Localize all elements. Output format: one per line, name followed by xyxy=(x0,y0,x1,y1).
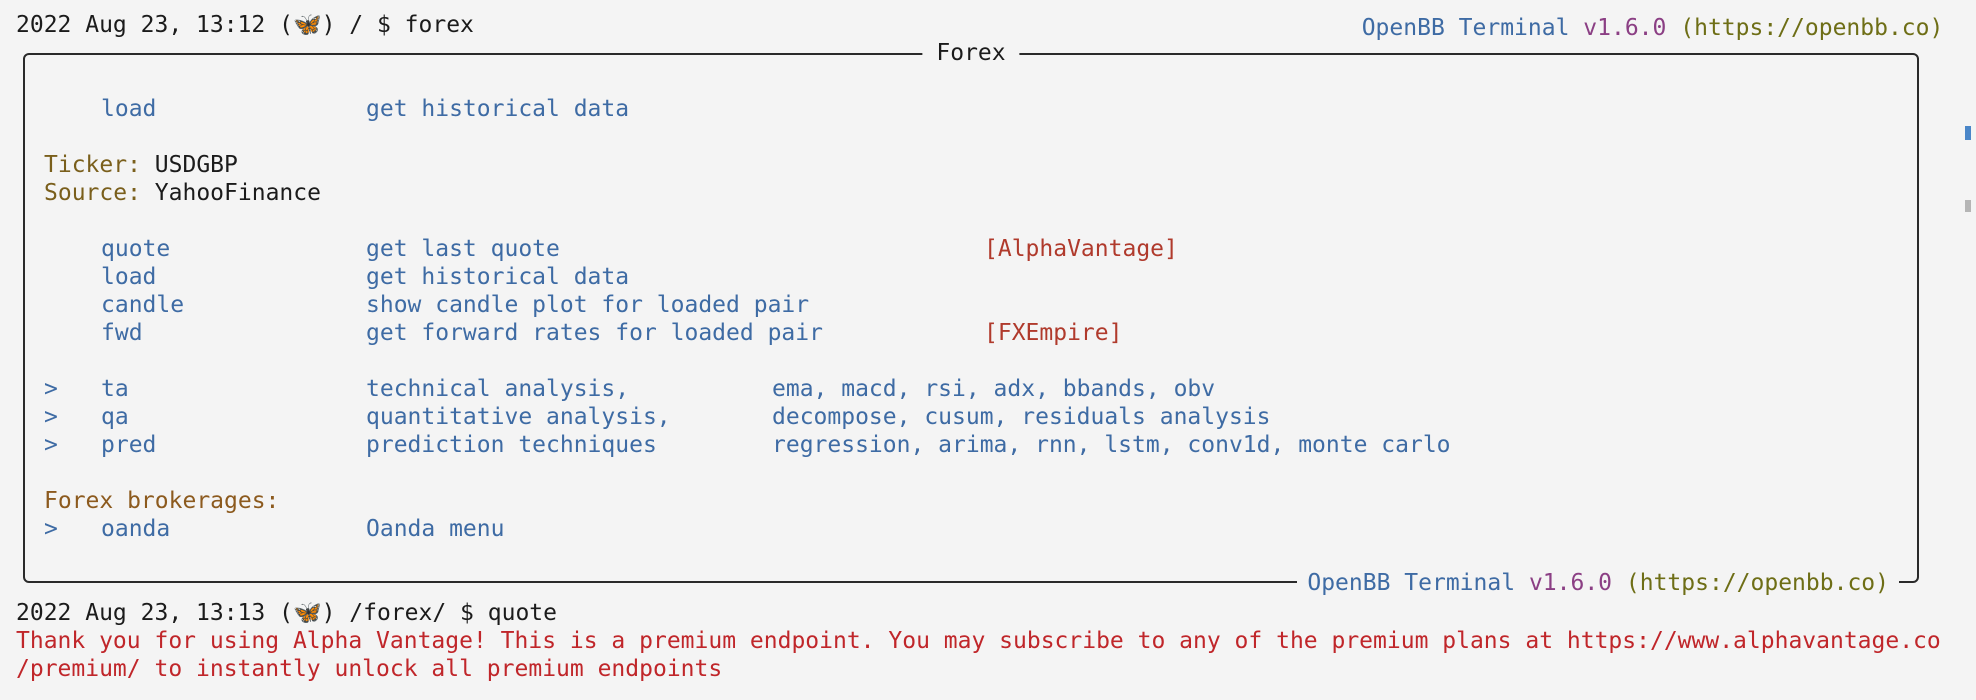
error-message-line1: Thank you for using Alpha Vantage! This … xyxy=(16,628,1941,654)
banner-product: OpenBB xyxy=(1361,15,1445,41)
ticker-value: USDGBP xyxy=(154,152,238,178)
cmd-quote-source: [AlphaVantage] xyxy=(984,236,1178,262)
error-message-line2: /premium/ to instantly unlock all premiu… xyxy=(16,656,723,682)
menu-qa[interactable]: qa xyxy=(101,404,129,430)
menu-pred[interactable]: pred xyxy=(101,432,157,458)
ticker-label: Ticker: xyxy=(44,152,141,178)
menu-arrow-oanda: > xyxy=(44,516,58,542)
cmd-candle-desc: show candle plot for loaded pair xyxy=(366,292,810,318)
prompt-line-forex: 2022 Aug 23, 13:12 (🦋) / $ forex xyxy=(16,12,474,38)
panel-footer: OpenBB Terminal v1.6.0 (https://openbb.c… xyxy=(1297,569,1899,597)
source-value: YahooFinance xyxy=(154,180,321,206)
cmd-fwd-source: [FXEmpire] xyxy=(984,320,1123,346)
cmd-fwd-desc: get forward rates for loaded pair xyxy=(366,320,823,346)
source-label: Source: xyxy=(44,180,141,206)
menu-arrow-ta: > xyxy=(44,376,58,402)
cmd-load-top[interactable]: load xyxy=(101,96,157,122)
banner-version: v1.6.0 xyxy=(1583,15,1667,41)
prompt-line-quote: 2022 Aug 23, 13:13 (🦋) /forex/ $ quote xyxy=(16,600,557,626)
cmd-load[interactable]: load xyxy=(101,264,157,290)
menu-arrow-pred: > xyxy=(44,432,58,458)
source-row: Source: YahooFinance xyxy=(44,179,321,207)
scrollbar-marker xyxy=(1965,200,1971,212)
banner-url: (https://openbb.co) xyxy=(1680,15,1944,41)
forex-menu-panel: Forex OpenBB Terminal v1.6.0 (https://op… xyxy=(23,39,1919,597)
menu-ta-extra: ema, macd, rsi, adx, bbands, obv xyxy=(772,376,1216,402)
footer-product: OpenBB xyxy=(1307,570,1391,596)
banner-terminal: Terminal xyxy=(1458,15,1570,41)
header-banner: OpenBB Terminal v1.6.0 (https://openbb.c… xyxy=(1334,0,1944,41)
cmd-quote-desc: get last quote xyxy=(366,236,560,262)
menu-ta[interactable]: ta xyxy=(101,376,129,402)
cmd-candle[interactable]: candle xyxy=(101,292,185,318)
menu-pred-extra: regression, arima, rnn, lstm, conv1d, mo… xyxy=(772,432,1451,458)
brokerages-heading: Forex brokerages: xyxy=(44,488,280,514)
menu-pred-desc: prediction techniques xyxy=(366,432,657,458)
footer-url[interactable]: (https://openbb.co) xyxy=(1625,570,1889,596)
menu-qa-extra: decompose, cusum, residuals analysis xyxy=(772,404,1271,430)
footer-terminal: Terminal xyxy=(1404,570,1516,596)
scrollbar-thumb[interactable] xyxy=(1965,126,1971,140)
cmd-load-top-desc: get historical data xyxy=(366,96,630,122)
menu-ta-desc: technical analysis, xyxy=(366,376,630,402)
ticker-row: Ticker: USDGBP xyxy=(44,151,238,179)
menu-oanda-desc: Oanda menu xyxy=(366,516,505,542)
menu-oanda[interactable]: oanda xyxy=(101,516,171,542)
cmd-quote[interactable]: quote xyxy=(101,236,171,262)
panel-title: Forex xyxy=(922,39,1020,67)
footer-version: v1.6.0 xyxy=(1528,570,1613,596)
cmd-load-desc: get historical data xyxy=(366,264,630,290)
menu-qa-desc: quantitative analysis, xyxy=(366,404,671,430)
cmd-fwd[interactable]: fwd xyxy=(101,320,143,346)
menu-arrow-qa: > xyxy=(44,404,58,430)
